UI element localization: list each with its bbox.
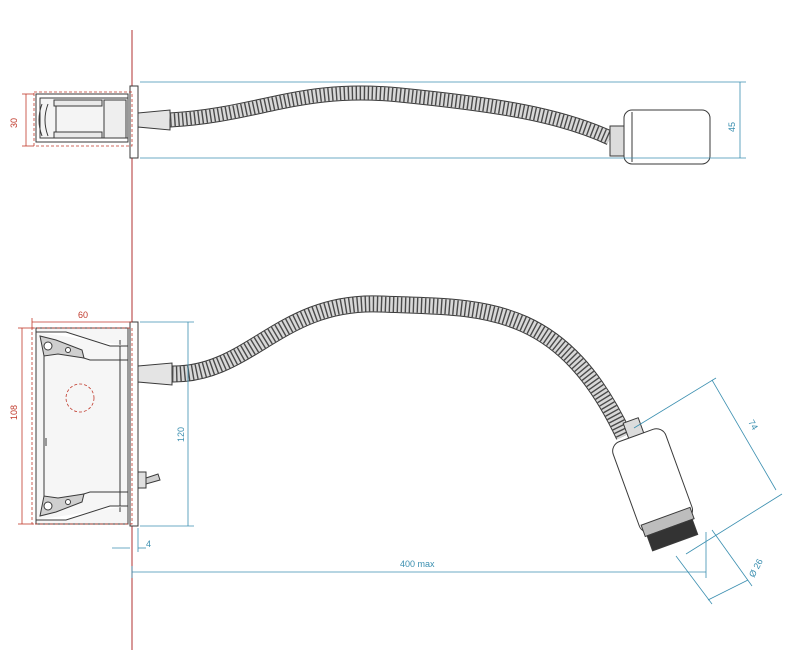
dim-74-label: 74 (746, 418, 760, 432)
top-lamp-head (609, 109, 711, 165)
dim-60 (31, 318, 132, 328)
dim-120 (140, 321, 194, 527)
dim-4 (112, 528, 146, 552)
dim-30 (22, 91, 133, 147)
dim-45-label: 45 (727, 122, 737, 132)
front-wall-plate (129, 321, 139, 527)
dim-30-label: 30 (9, 118, 19, 128)
dim-74 (633, 377, 783, 555)
top-view: 30 45 (9, 81, 746, 165)
front-ferrule (137, 362, 173, 386)
top-wall-plate (129, 85, 139, 159)
cable-knockout (65, 383, 95, 413)
dim-4-label: 4 (146, 539, 151, 549)
bottom-clamp (39, 493, 85, 517)
front-lamp-head (612, 417, 699, 552)
dim-108 (18, 327, 133, 525)
dim-26-label: Ø 26 (747, 557, 765, 579)
dim-108-label: 108 (9, 405, 19, 420)
top-ferrule (137, 109, 171, 131)
dim-120-label: 120 (176, 427, 186, 442)
dim-26 (675, 529, 753, 605)
dim-400-label: 400 max (400, 559, 435, 569)
toggle-switch-icon (137, 471, 161, 489)
top-hose (169, 85, 614, 145)
front-hose (171, 295, 632, 440)
dim-400 (131, 532, 707, 578)
dim-45 (140, 81, 746, 159)
top-clamp (39, 335, 85, 359)
dim-60-label: 60 (78, 310, 88, 320)
top-housing (35, 93, 129, 143)
front-view: 60 108 120 4 400 max (9, 295, 783, 605)
